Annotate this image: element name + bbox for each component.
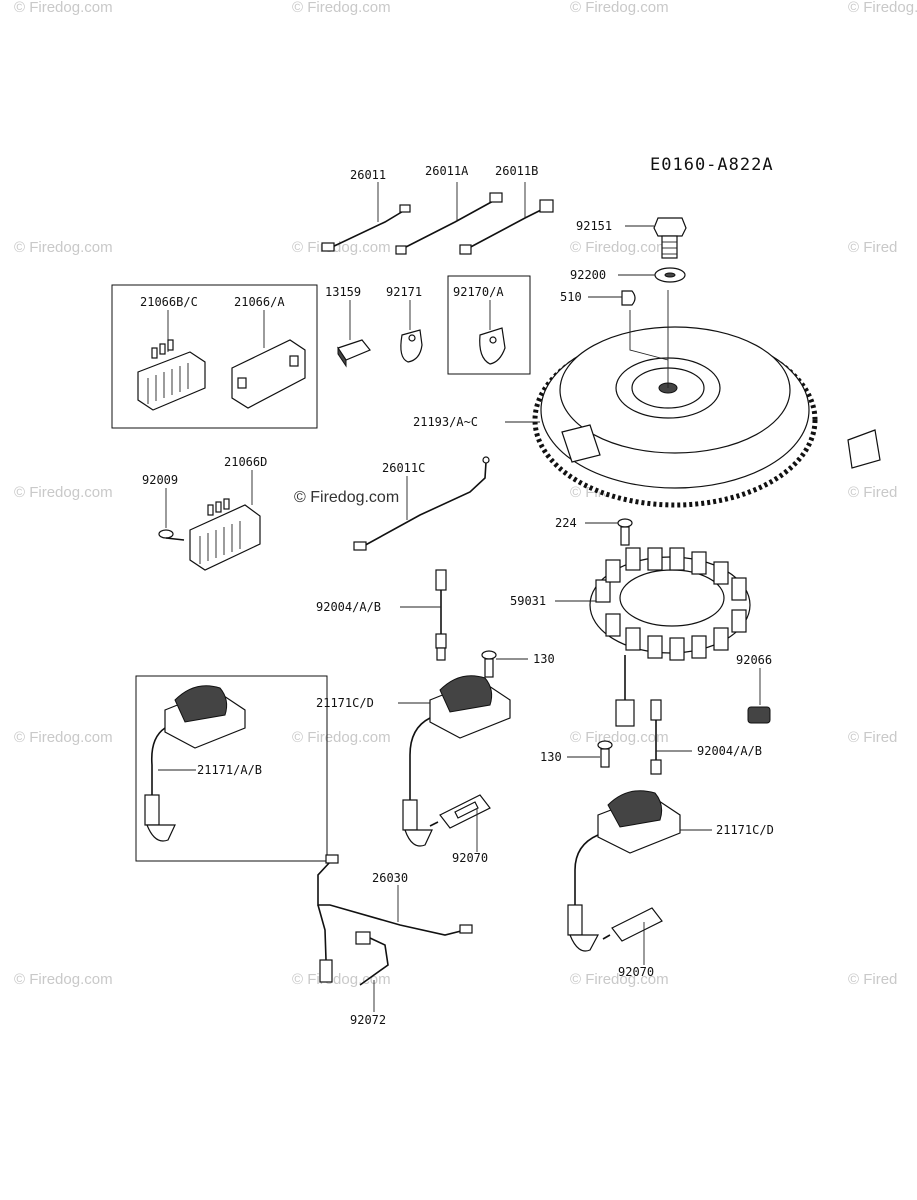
watermark: © Firedog.com [292, 971, 391, 988]
label-92009: 92009 [142, 473, 178, 487]
clamp-92170A[interactable] [479, 327, 506, 365]
watermark: © Firedog.com [292, 0, 391, 16]
watermark: © Fired [848, 484, 897, 501]
regulator-21066A[interactable] [231, 339, 306, 409]
ignition-coil-21171CD-right[interactable] [567, 790, 681, 952]
watermark: © Firedog.com [570, 971, 669, 988]
diagram-code: E0160-A822A [650, 155, 774, 175]
flywheel-21193[interactable] [532, 290, 881, 508]
stud-92004-left[interactable] [435, 569, 447, 661]
label-26011A: 26011A [425, 164, 469, 178]
label-224: 224 [555, 516, 577, 530]
label-13159: 13159 [325, 285, 361, 299]
label-21171AB: 21171/A/B [197, 763, 262, 777]
label-21193: 21193/A~C [413, 415, 478, 429]
watermark: © Firedog.com [292, 729, 391, 746]
label-26011: 26011 [350, 168, 386, 182]
watermark: © Firedog.com [848, 0, 917, 16]
group-box-21171AB [135, 675, 328, 862]
screw-92009[interactable] [158, 529, 185, 541]
spark-plug-92070-center[interactable] [429, 794, 491, 829]
label-92004-right: 92004/A/B [697, 744, 762, 758]
label-21066D: 21066D [224, 455, 267, 469]
screw-130-bottom[interactable] [597, 740, 613, 768]
label-92200: 92200 [570, 268, 606, 282]
label-26011C: 26011C [382, 461, 425, 475]
watermark: © Firedog.com [14, 0, 113, 16]
label-130-bottom: 130 [540, 750, 562, 764]
label-21066A: 21066/A [234, 295, 285, 309]
wire-92072[interactable] [355, 931, 389, 986]
washer-92200[interactable] [654, 267, 686, 283]
label-92004-left: 92004/A/B [316, 600, 381, 614]
harness-26030[interactable] [317, 854, 473, 983]
watermark: © Fired [848, 729, 897, 746]
clamp-92171[interactable] [400, 329, 423, 363]
watermark: © Firedog.com [570, 0, 669, 16]
screw-224[interactable] [617, 518, 633, 546]
group-box-92170A [447, 275, 531, 375]
watermark-center: © Firedog.com [294, 489, 399, 506]
label-130-top: 130 [533, 652, 555, 666]
label-26011B: 26011B [495, 164, 538, 178]
screw-130-top[interactable] [481, 650, 497, 678]
label-92170A: 92170/A [453, 285, 504, 299]
watermark: © Firedog.com [292, 239, 391, 256]
label-59031: 59031 [510, 594, 546, 608]
watermark: © Firedog.com [14, 971, 113, 988]
ignition-coil-21171CD-center[interactable] [402, 675, 511, 847]
wire-harness-26011[interactable] [321, 182, 411, 252]
label-92072: 92072 [350, 1013, 386, 1027]
label-21171CD-right: 21171C/D [716, 823, 774, 837]
connector-13159[interactable] [337, 339, 371, 368]
regulator-21066D[interactable] [189, 498, 261, 571]
group-box-regulators [111, 284, 318, 429]
label-92151: 92151 [576, 219, 612, 233]
watermark: © Firedog.com [570, 729, 669, 746]
watermark: © Firedog.com [14, 484, 113, 501]
watermark: © Firedog.com [14, 729, 113, 746]
watermark: © Fired [848, 239, 897, 256]
label-92070-center: 92070 [452, 851, 488, 865]
label-21171CD-center: 21171C/D [316, 696, 374, 710]
regulator-21066BC[interactable] [137, 339, 206, 411]
wire-harness-26011B[interactable] [459, 182, 554, 255]
label-92066: 92066 [736, 653, 772, 667]
label-92171: 92171 [386, 285, 422, 299]
wire-harness-26011A[interactable] [395, 182, 503, 255]
watermarks: © Firedog.com © Firedog.com © Firedog.co… [14, 0, 917, 988]
stator-59031[interactable] [589, 547, 751, 727]
spark-plug-92070-right[interactable] [602, 907, 663, 942]
bolt-92151[interactable] [653, 217, 687, 259]
cap-92066[interactable] [747, 706, 771, 724]
wire-26011C[interactable] [353, 456, 490, 551]
watermark: © Firedog.com [14, 239, 113, 256]
ignition-coil-21171AB[interactable] [144, 685, 246, 842]
watermark: © Fired [848, 971, 897, 988]
key-510[interactable] [621, 290, 636, 306]
stud-92004-right[interactable] [650, 699, 662, 775]
label-510: 510 [560, 290, 582, 304]
watermark: © Firedog.com [570, 239, 669, 256]
label-92070-right: 92070 [618, 965, 654, 979]
label-26030: 26030 [372, 871, 408, 885]
label-21066BC: 21066B/C [140, 295, 198, 309]
